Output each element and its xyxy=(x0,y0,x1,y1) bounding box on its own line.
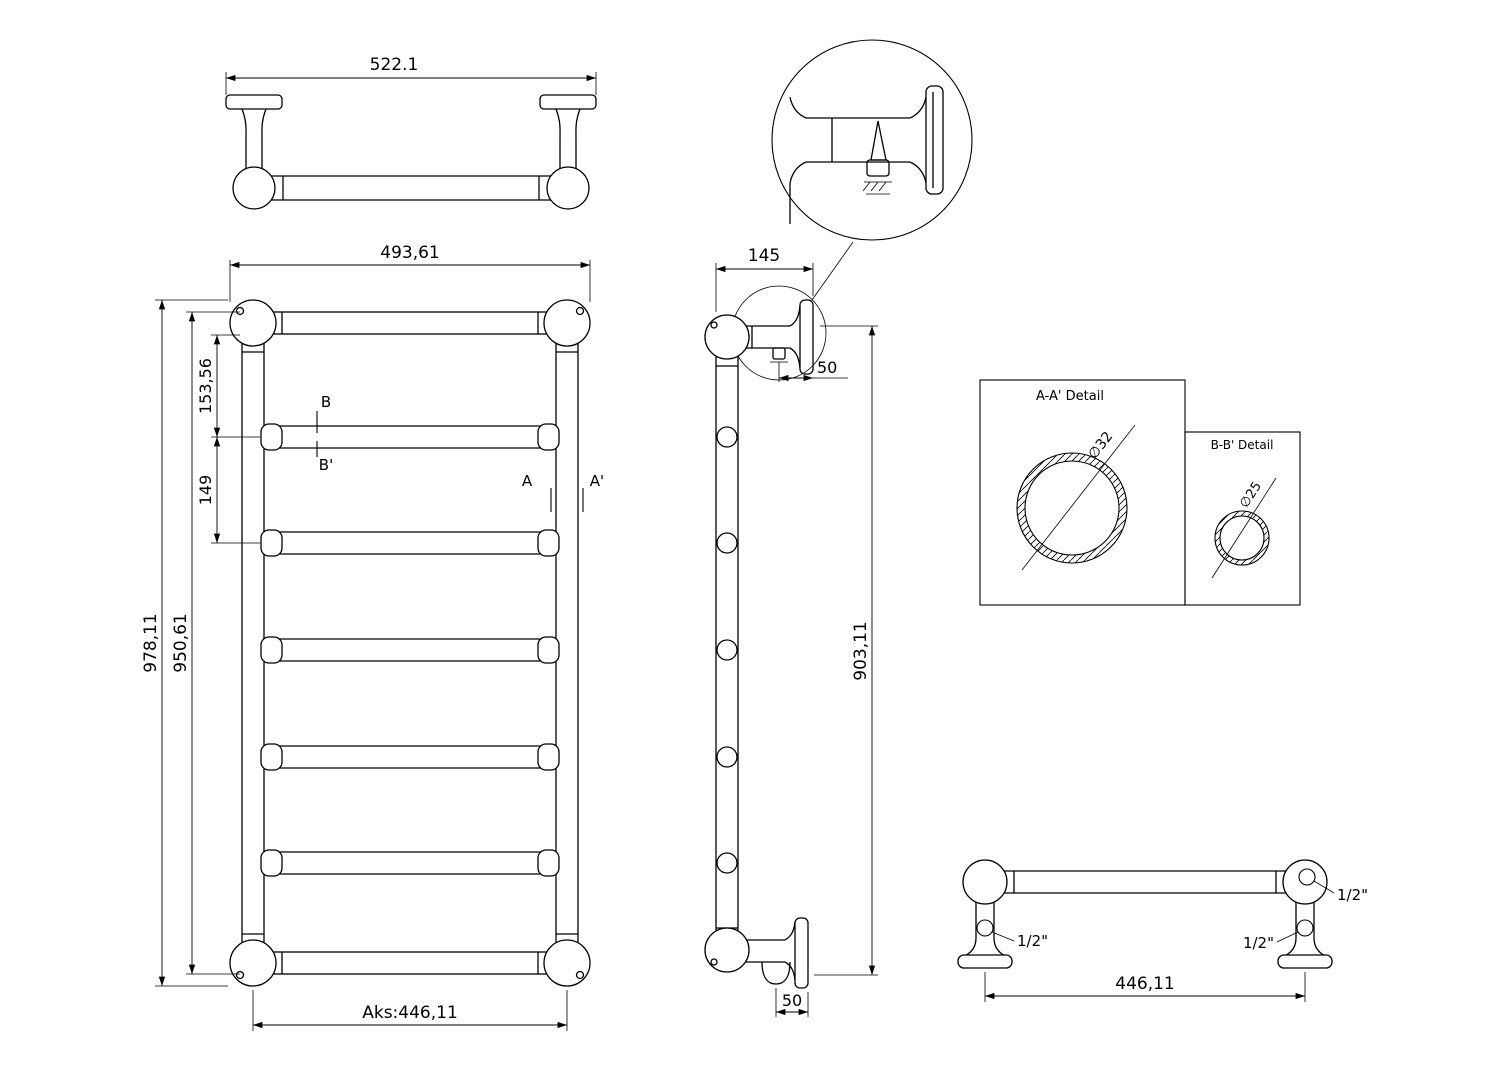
section-label-a-prime: A' xyxy=(590,472,604,490)
rung-1 xyxy=(260,423,560,451)
detail-bubble-circle xyxy=(771,39,973,241)
top-view-right-ball xyxy=(546,166,590,210)
front-top-bar xyxy=(252,311,568,335)
detail-b-box: B-B' Detail ∅25 xyxy=(1184,431,1301,606)
side-bottom-cup xyxy=(761,961,791,985)
front-ball-bottom-left xyxy=(229,939,277,987)
detail-b-outer-circle xyxy=(1214,510,1270,566)
fixing-screw-body xyxy=(866,159,890,177)
detail-leader-line xyxy=(811,241,854,301)
side-top-wall-plate xyxy=(799,299,814,375)
detail-a-outer-circle xyxy=(1016,452,1128,564)
front-view-dimensions: 493,61 978,11 950,61 153,56 149 Aks:446,… xyxy=(141,243,604,1031)
front-total-height-dim: 978,11 xyxy=(141,613,161,672)
front-axis-width-dim: Aks:446,11 xyxy=(362,1003,458,1023)
side-view-dimensions: 145 50 903,11 50 xyxy=(715,246,878,1017)
right-bottom-connection-label: 1/2" xyxy=(1243,934,1274,952)
bottom-view: 1/2" 1/2" 1/2" 446,11 xyxy=(957,859,1368,1002)
right-stem-port-hole xyxy=(1296,919,1314,937)
bottom-ball-right xyxy=(1282,859,1328,905)
section-label-a: A xyxy=(522,472,533,490)
front-frame-height-dim: 950,61 xyxy=(171,613,191,672)
right-ball-port-hole xyxy=(1298,868,1316,886)
top-view-right-bracket-stem xyxy=(555,108,581,170)
front-view xyxy=(229,299,591,987)
front-ball-top-right xyxy=(543,299,591,347)
side-depth-dim: 145 xyxy=(748,246,780,266)
front-ball-top-left xyxy=(229,299,277,347)
bracket-detail-bubble xyxy=(771,39,973,241)
side-ball-bottom xyxy=(704,927,750,973)
bottom-ball-left xyxy=(962,859,1008,905)
top-view-left-ball xyxy=(232,166,276,210)
detail-b-title: B-B' Detail xyxy=(1211,438,1274,452)
bottom-width-dim: 446,11 xyxy=(1115,974,1174,994)
front-top-rung-offset-dim: 153,56 xyxy=(196,358,215,414)
side-bottom-wall-plate xyxy=(794,917,809,989)
front-ball-bottom-right xyxy=(543,939,591,987)
side-view xyxy=(704,241,854,989)
bottom-left-foot xyxy=(957,954,1013,969)
rung-4 xyxy=(260,743,560,771)
front-rung-pitch-dim: 149 xyxy=(196,475,215,506)
side-fixing-screw xyxy=(772,347,786,360)
rung-5 xyxy=(260,849,560,877)
detail-b-inner-circle xyxy=(1219,515,1265,561)
side-bottom-offset-dim: 50 xyxy=(782,991,802,1010)
rung-3 xyxy=(260,636,560,664)
rung-2 xyxy=(260,529,560,557)
top-view-width-dim: 522.1 xyxy=(370,55,419,75)
side-height-dim: 903,11 xyxy=(851,621,871,680)
bottom-right-foot xyxy=(1277,954,1333,969)
right-top-connection-label: 1/2" xyxy=(1337,886,1368,904)
top-view-left-wall-plate xyxy=(225,94,283,110)
section-label-b: B xyxy=(321,393,331,411)
left-connection-label: 1/2" xyxy=(1017,932,1048,950)
top-view: 522.1 xyxy=(225,55,597,210)
left-stem-port-hole xyxy=(976,919,994,937)
top-view-right-wall-plate xyxy=(539,94,597,110)
detail-a-inner-circle xyxy=(1024,460,1120,556)
front-width-dim: 493,61 xyxy=(380,243,439,263)
detail-a-title: A-A' Detail xyxy=(1036,389,1104,404)
section-label-b-prime: B' xyxy=(319,456,333,474)
side-ball-top xyxy=(704,314,750,360)
front-bottom-bar xyxy=(252,951,568,975)
side-top-offset-dim: 50 xyxy=(817,358,837,377)
top-view-left-bracket-stem xyxy=(241,108,267,170)
detail-wall-plate xyxy=(925,85,944,195)
